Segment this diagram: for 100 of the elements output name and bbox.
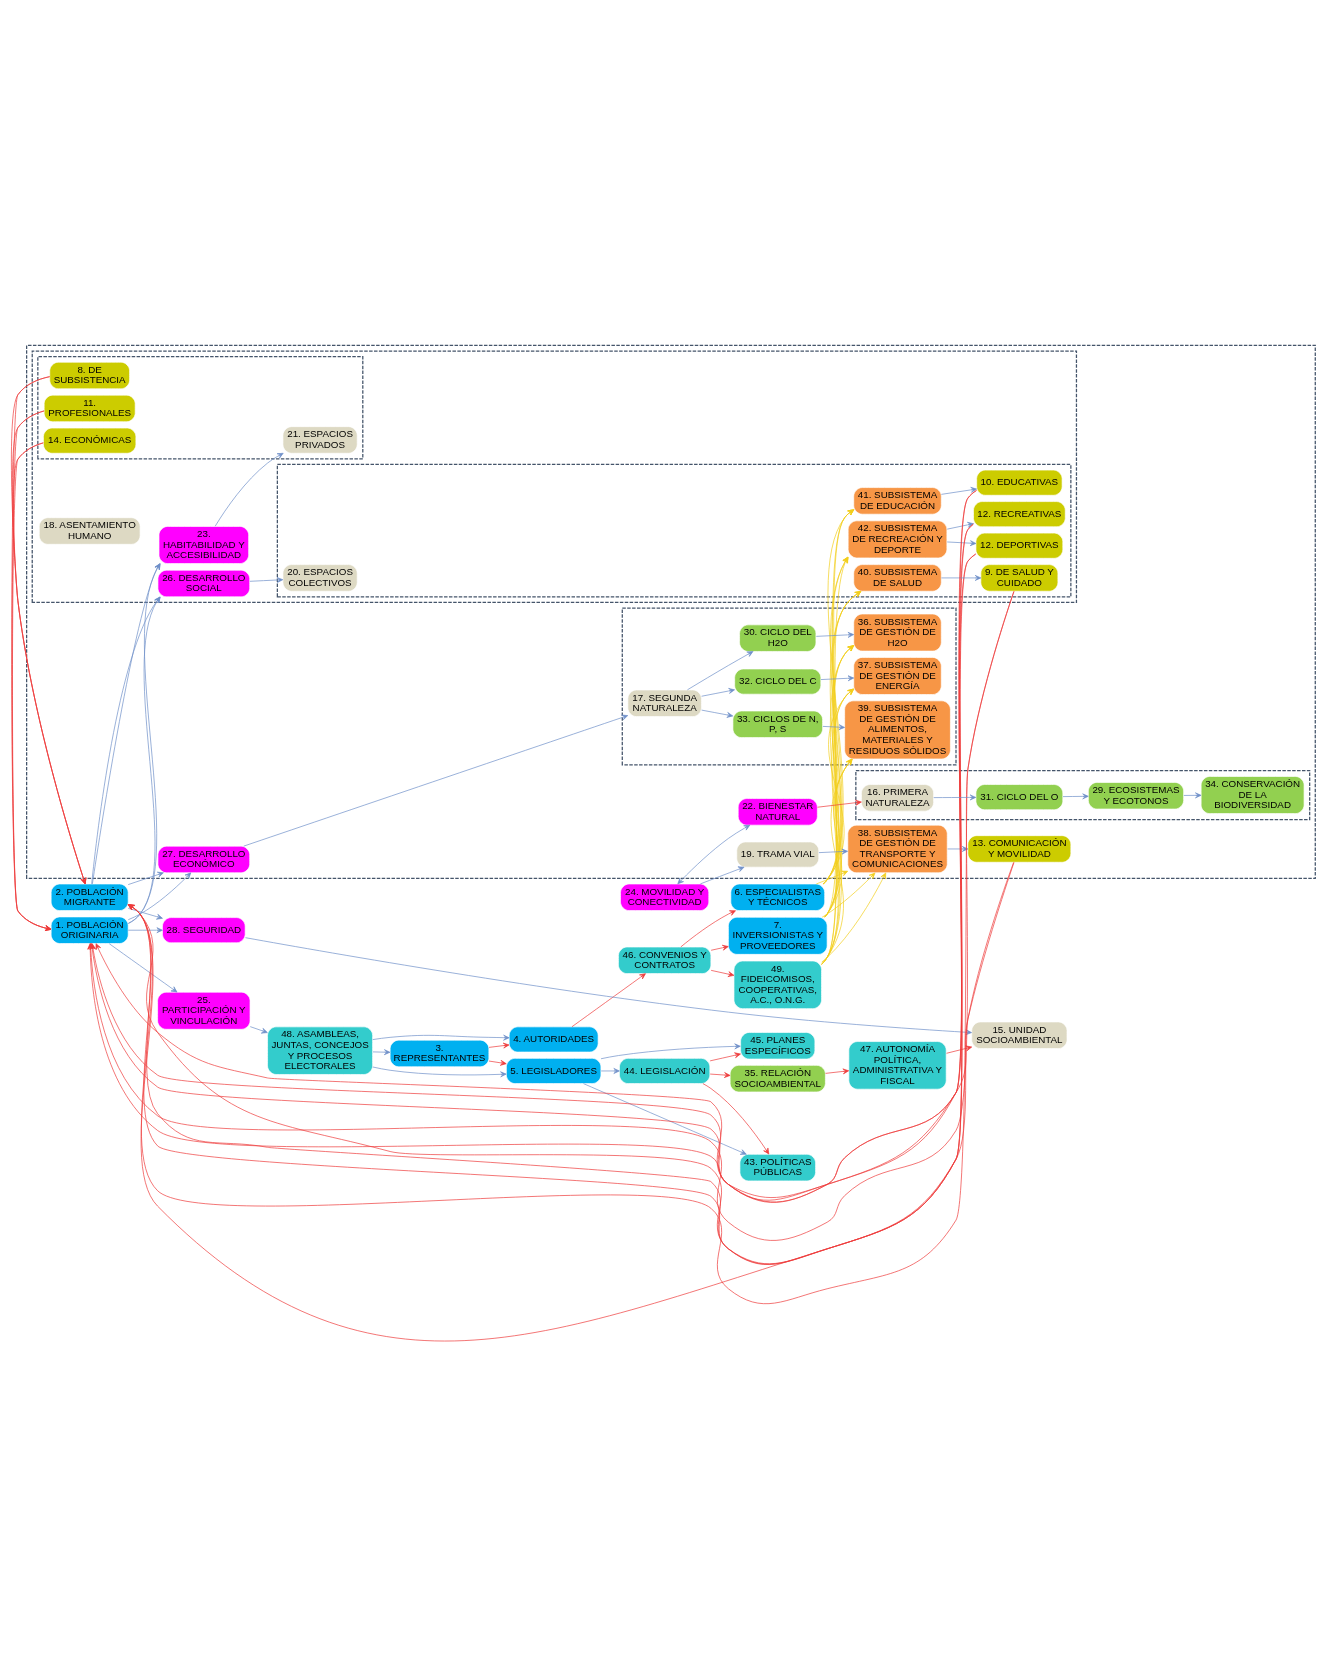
node-box: 40. SUBSISTEMA DE SALUD [853,563,942,592]
node-box: 49. FIDEICOMISOS, COOPERATIVAS, A.C., O.N.G. [733,960,822,1009]
node-box: 47. AUTONOMÍA POLÍTICA, ADMINISTRATIVA Y FISCAL [848,1040,947,1090]
node-box: 36. SUBSISTEMA DE GESTIÓN DE H2O [853,613,942,651]
arrow [571,972,646,1027]
arrow [214,452,284,527]
node-box: 6. ESPECIALISTAS Y TÉCNICOS [730,883,826,911]
arrow [687,650,754,690]
arrow [817,799,862,808]
arrow [372,1048,391,1055]
node-box: 45. PLANES ESPECÍFICOS [740,1031,816,1059]
arrow [709,1071,731,1078]
node-box: 46. CONVENIOS Y CONTRATOS [618,946,712,974]
arrow [249,1025,268,1033]
node-box: 37. SUBSISTEMA DE GESTIÓN DE ENERGÍA [853,656,942,695]
arrow [818,848,848,854]
node-box: 29. ECOSISTEMAS Y ECOTONOS [1088,781,1184,809]
arrow [488,1059,507,1066]
arrow [1183,792,1202,798]
arrow [822,644,855,884]
node-box: 24. MOVILIDAD Y CONECTIVIDAD [620,883,710,911]
arrow [815,870,849,884]
arrow [108,942,178,992]
arrow [933,794,977,800]
arrow [700,866,745,884]
arrow [600,1067,620,1074]
arrow [710,969,735,977]
node-box: 22. BIENESTAR NATURAL [737,797,818,825]
arrow [701,687,735,697]
arrow [600,1043,741,1059]
node-box: 32. CICLO DEL C [734,668,822,695]
arrow [822,723,845,730]
node-box: 1. POBLACIÓN ORIGINARIA [50,916,129,944]
arrow [710,944,729,951]
node-box: 9. DE SALUD Y CUIDADO [980,563,1059,592]
node-box: 16. PRIMERA NATURALEZA [861,783,934,811]
node-box: 41. SUBSISTEMA DE EDUCACIÓN [853,486,942,515]
arrow [815,631,854,638]
arrow [825,1068,850,1074]
arrow [821,872,876,918]
arrow [701,709,734,718]
arrow [821,872,887,962]
node-box: 18. ASENTAMIENTO HUMANO [38,516,141,545]
arrow [127,871,164,885]
arrow [677,824,751,884]
node-box: 7. INVERSIONISTAS Y PROVEEDORES [728,916,828,955]
node-box: 48. ASAMBLEAS, JUNTAS, CONCEJOS Y PROCESOS ELECTORALES [267,1026,373,1075]
node-box: 10. EDUCATIVAS [976,469,1063,496]
arrow [372,1066,507,1077]
node-box: 33. CICLOS DE N, P, S [732,710,823,738]
arrow [941,486,977,495]
arrow [824,644,854,917]
node-box: 25. PARTICIPACIÓN Y VINCULACIÓN [157,991,251,1030]
arrow [583,1082,747,1155]
node-box: 28. SEGURIDAD [162,916,246,943]
arrow [702,1082,770,1154]
arrow [127,907,163,920]
node-box: 30. CICLO DEL H2O [739,624,817,652]
arrow [941,574,982,581]
arrow [243,714,629,846]
arrow [245,936,972,1035]
node-box: 26. DESARROLLO SOCIAL [157,569,251,597]
node-box: 2. POBLACIÓN MIGRANTE [50,883,129,911]
node-box: 35. RELACIÓN SOCIOAMBIENTAL [729,1064,826,1092]
node-box: 12. DEPORTIVAS [975,532,1064,559]
node-box: 17. SEGUNDA NATURALEZA [627,689,702,717]
node-box: 38. SUBSISTEMA DE GESTIÓN DE TRANSPORTE Y COMUNICACIONES [847,824,948,873]
node-box: 23. HABITABILIDAD Y ACCESIBILIDAD [158,525,249,564]
arrow [709,1051,741,1061]
node-box: 42. SUBSISTEMA DE RECREACIÓN Y DEPORTE [847,520,948,558]
node-box: 21. ESPACIOS PRIVADOS [282,425,358,454]
arrow [249,576,284,583]
node-box: 13. COMUNICACIÓN Y MOVILIDAD [967,834,1072,863]
arrow [821,556,849,965]
node-box: 15. UNIDAD SOCIOAMBIENTAL [971,1021,1068,1049]
arrow [820,674,855,681]
node-box: 8. DE SUBSISTENCIA [49,361,130,389]
arrow [372,1034,510,1041]
arrow [946,521,974,529]
node-box: 43. POLÍTICAS PÚBLICAS [739,1153,816,1181]
node-box: 27. DESARROLLO ECONÓMICO [157,845,251,873]
node-box: 20. ESPACIOS COLECTIVOS [282,563,358,592]
arrow [1062,793,1089,799]
node-box: 31. CICLO DEL O [975,783,1064,810]
arrow [946,1045,973,1054]
node-box: 44. LEGISLACIÓN [619,1057,711,1084]
node-box: 4. AUTORIDADES [508,1026,599,1052]
arrow [488,1042,510,1048]
node-box: 12. RECREATIVAS [973,500,1066,527]
arrow [821,508,855,965]
arrow [821,590,862,965]
arrow [947,845,969,852]
arrow [946,539,977,546]
node-box: 19. TRAMA VIAL [736,841,820,867]
node-box: 34. CONSERVACIÓN DE LA BIODIVERSIDAD [1200,775,1305,814]
arrow [127,926,163,933]
node-box: 3. REPRESENTANTES [389,1039,490,1067]
node-box: 11. PROFESIONALES [43,394,136,422]
node-box: 39. SUBSISTEMA DE GESTIÓN DE ALIMENTOS, MATERIALES Y RESIDUOS SÓLIDOS [844,700,951,759]
arrow [680,909,736,947]
